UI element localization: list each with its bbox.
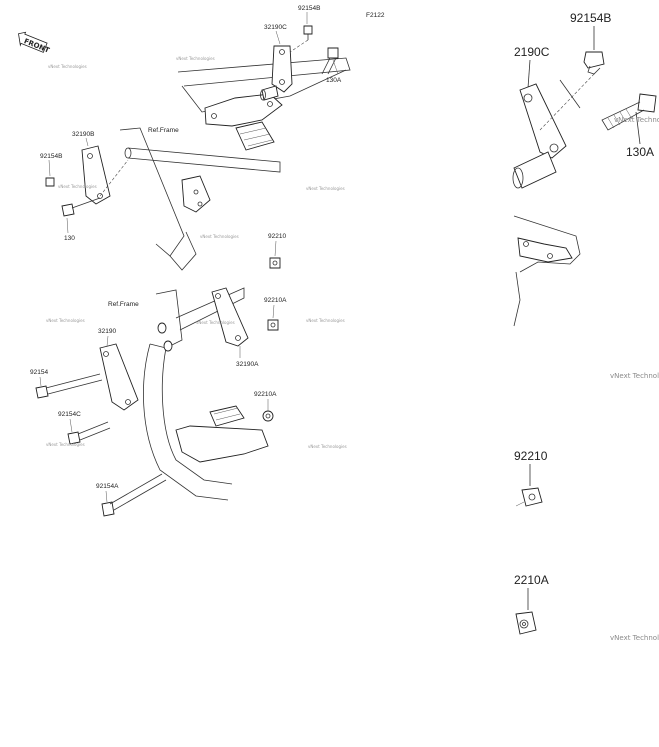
- label-130a: 130A: [326, 77, 342, 84]
- zoom-frame-section: [513, 215, 581, 327]
- label-92154a: 92154A: [96, 483, 119, 490]
- bracket-32190c[interactable]: [271, 45, 293, 93]
- front-arrow-icon: FRONT: [18, 31, 51, 55]
- bracket-32190a[interactable]: [211, 287, 249, 347]
- zoom-bolt-92154b[interactable]: [583, 51, 605, 75]
- zoom-nut-2210a[interactable]: [515, 611, 537, 635]
- collar-lower[interactable]: [163, 340, 173, 352]
- label-ref-frame-bottom: Ref.Frame: [108, 301, 139, 308]
- watermark: vNext Technologies: [610, 634, 659, 642]
- watermark: vNext Technologies: [308, 444, 347, 449]
- zoom-label-92154b: 92154B: [570, 11, 611, 25]
- zoom-label-2210a: 2210A: [514, 573, 549, 587]
- zoom-label-130a: 130A: [626, 145, 654, 159]
- watermark: vNext Technologies: [306, 318, 345, 323]
- zoom-nut-92210[interactable]: [515, 487, 543, 507]
- label-32190c: 32190C: [264, 24, 287, 31]
- figure-code: F2122: [366, 12, 385, 19]
- label-ref-frame-top: Ref.Frame: [148, 127, 179, 134]
- label-32190b: 32190B: [72, 131, 94, 138]
- watermark: vNext Technologies: [46, 442, 85, 447]
- label-32190: 32190: [98, 328, 116, 335]
- lower-frame-assembly: [143, 287, 269, 501]
- bolt-92154b-left[interactable]: [45, 177, 55, 187]
- label-92154b-top: 92154B: [298, 5, 320, 12]
- bolt-92154a[interactable]: [101, 473, 167, 517]
- bolt-92154[interactable]: [35, 373, 103, 399]
- label-130: 130: [64, 235, 75, 242]
- label-32190a: 32190A: [236, 361, 259, 368]
- label-92154: 92154: [30, 369, 48, 376]
- watermark: vNext Technologies: [58, 184, 97, 189]
- nut-92210[interactable]: [269, 257, 281, 269]
- bolt-92154c[interactable]: [67, 421, 111, 445]
- bracket-32190b[interactable]: [81, 145, 129, 205]
- watermark: vNext Technologies: [306, 186, 345, 191]
- label-92154c: 92154C: [58, 411, 81, 418]
- watermark: vNext Technologies: [176, 56, 215, 61]
- watermark: vNext Technologies: [196, 320, 235, 325]
- watermark: vNext Technologies: [48, 64, 87, 69]
- watermark: vNext Technologies: [614, 116, 659, 124]
- collar-top[interactable]: [260, 85, 279, 101]
- nut-92210a-2[interactable]: [262, 410, 274, 422]
- collar-upper[interactable]: [157, 322, 167, 334]
- nut-92210a[interactable]: [267, 319, 279, 331]
- zoom-label-2190c: 2190C: [514, 45, 550, 59]
- zoom-label-92210: 92210: [514, 449, 548, 463]
- zoom-collar[interactable]: [512, 151, 557, 189]
- bolt-130a[interactable]: [321, 47, 339, 75]
- label-92210a: 92210A: [264, 297, 287, 304]
- watermark: vNext Technologies: [200, 234, 239, 239]
- label-92210a-2: 92210A: [254, 391, 277, 398]
- label-92210: 92210: [268, 233, 286, 240]
- bracket-32190[interactable]: [99, 343, 139, 411]
- bolt-130[interactable]: [61, 197, 101, 217]
- zoom-bracket-2190c[interactable]: [519, 83, 567, 159]
- zoom-bolt-130a[interactable]: [601, 93, 657, 131]
- bolt-92154b-top[interactable]: [289, 25, 313, 53]
- watermark: vNext Technologies: [46, 318, 85, 323]
- label-92154b-left: 92154B: [40, 153, 62, 160]
- upper-frame-assembly: [119, 57, 351, 271]
- watermark: vNext Technologies: [610, 372, 659, 380]
